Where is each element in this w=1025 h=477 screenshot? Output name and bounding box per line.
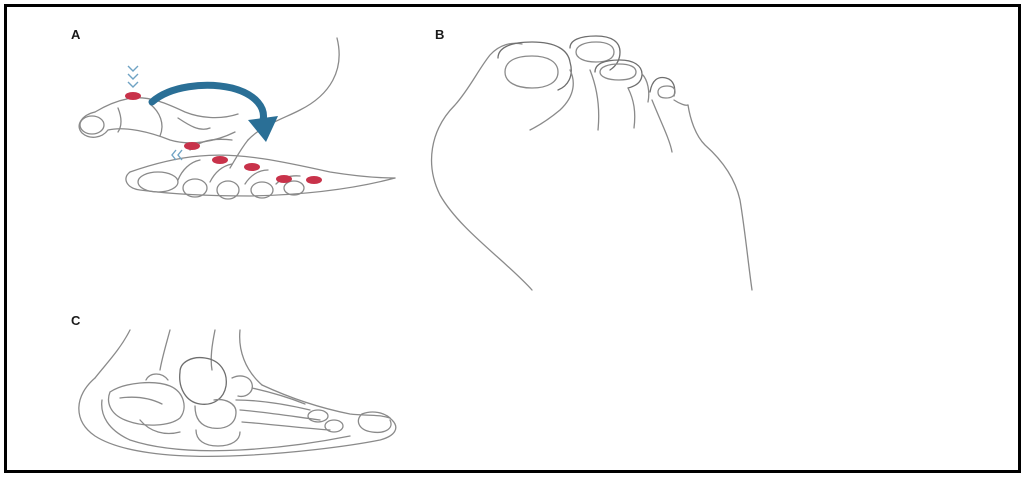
curved-arrow-icon (152, 85, 278, 142)
panel-b-illustration (432, 36, 752, 290)
panel-a-illustration (79, 38, 395, 199)
panel-c-illustration (79, 330, 396, 456)
chevron-down-icon (128, 66, 138, 87)
red-dot-icon (125, 92, 322, 184)
